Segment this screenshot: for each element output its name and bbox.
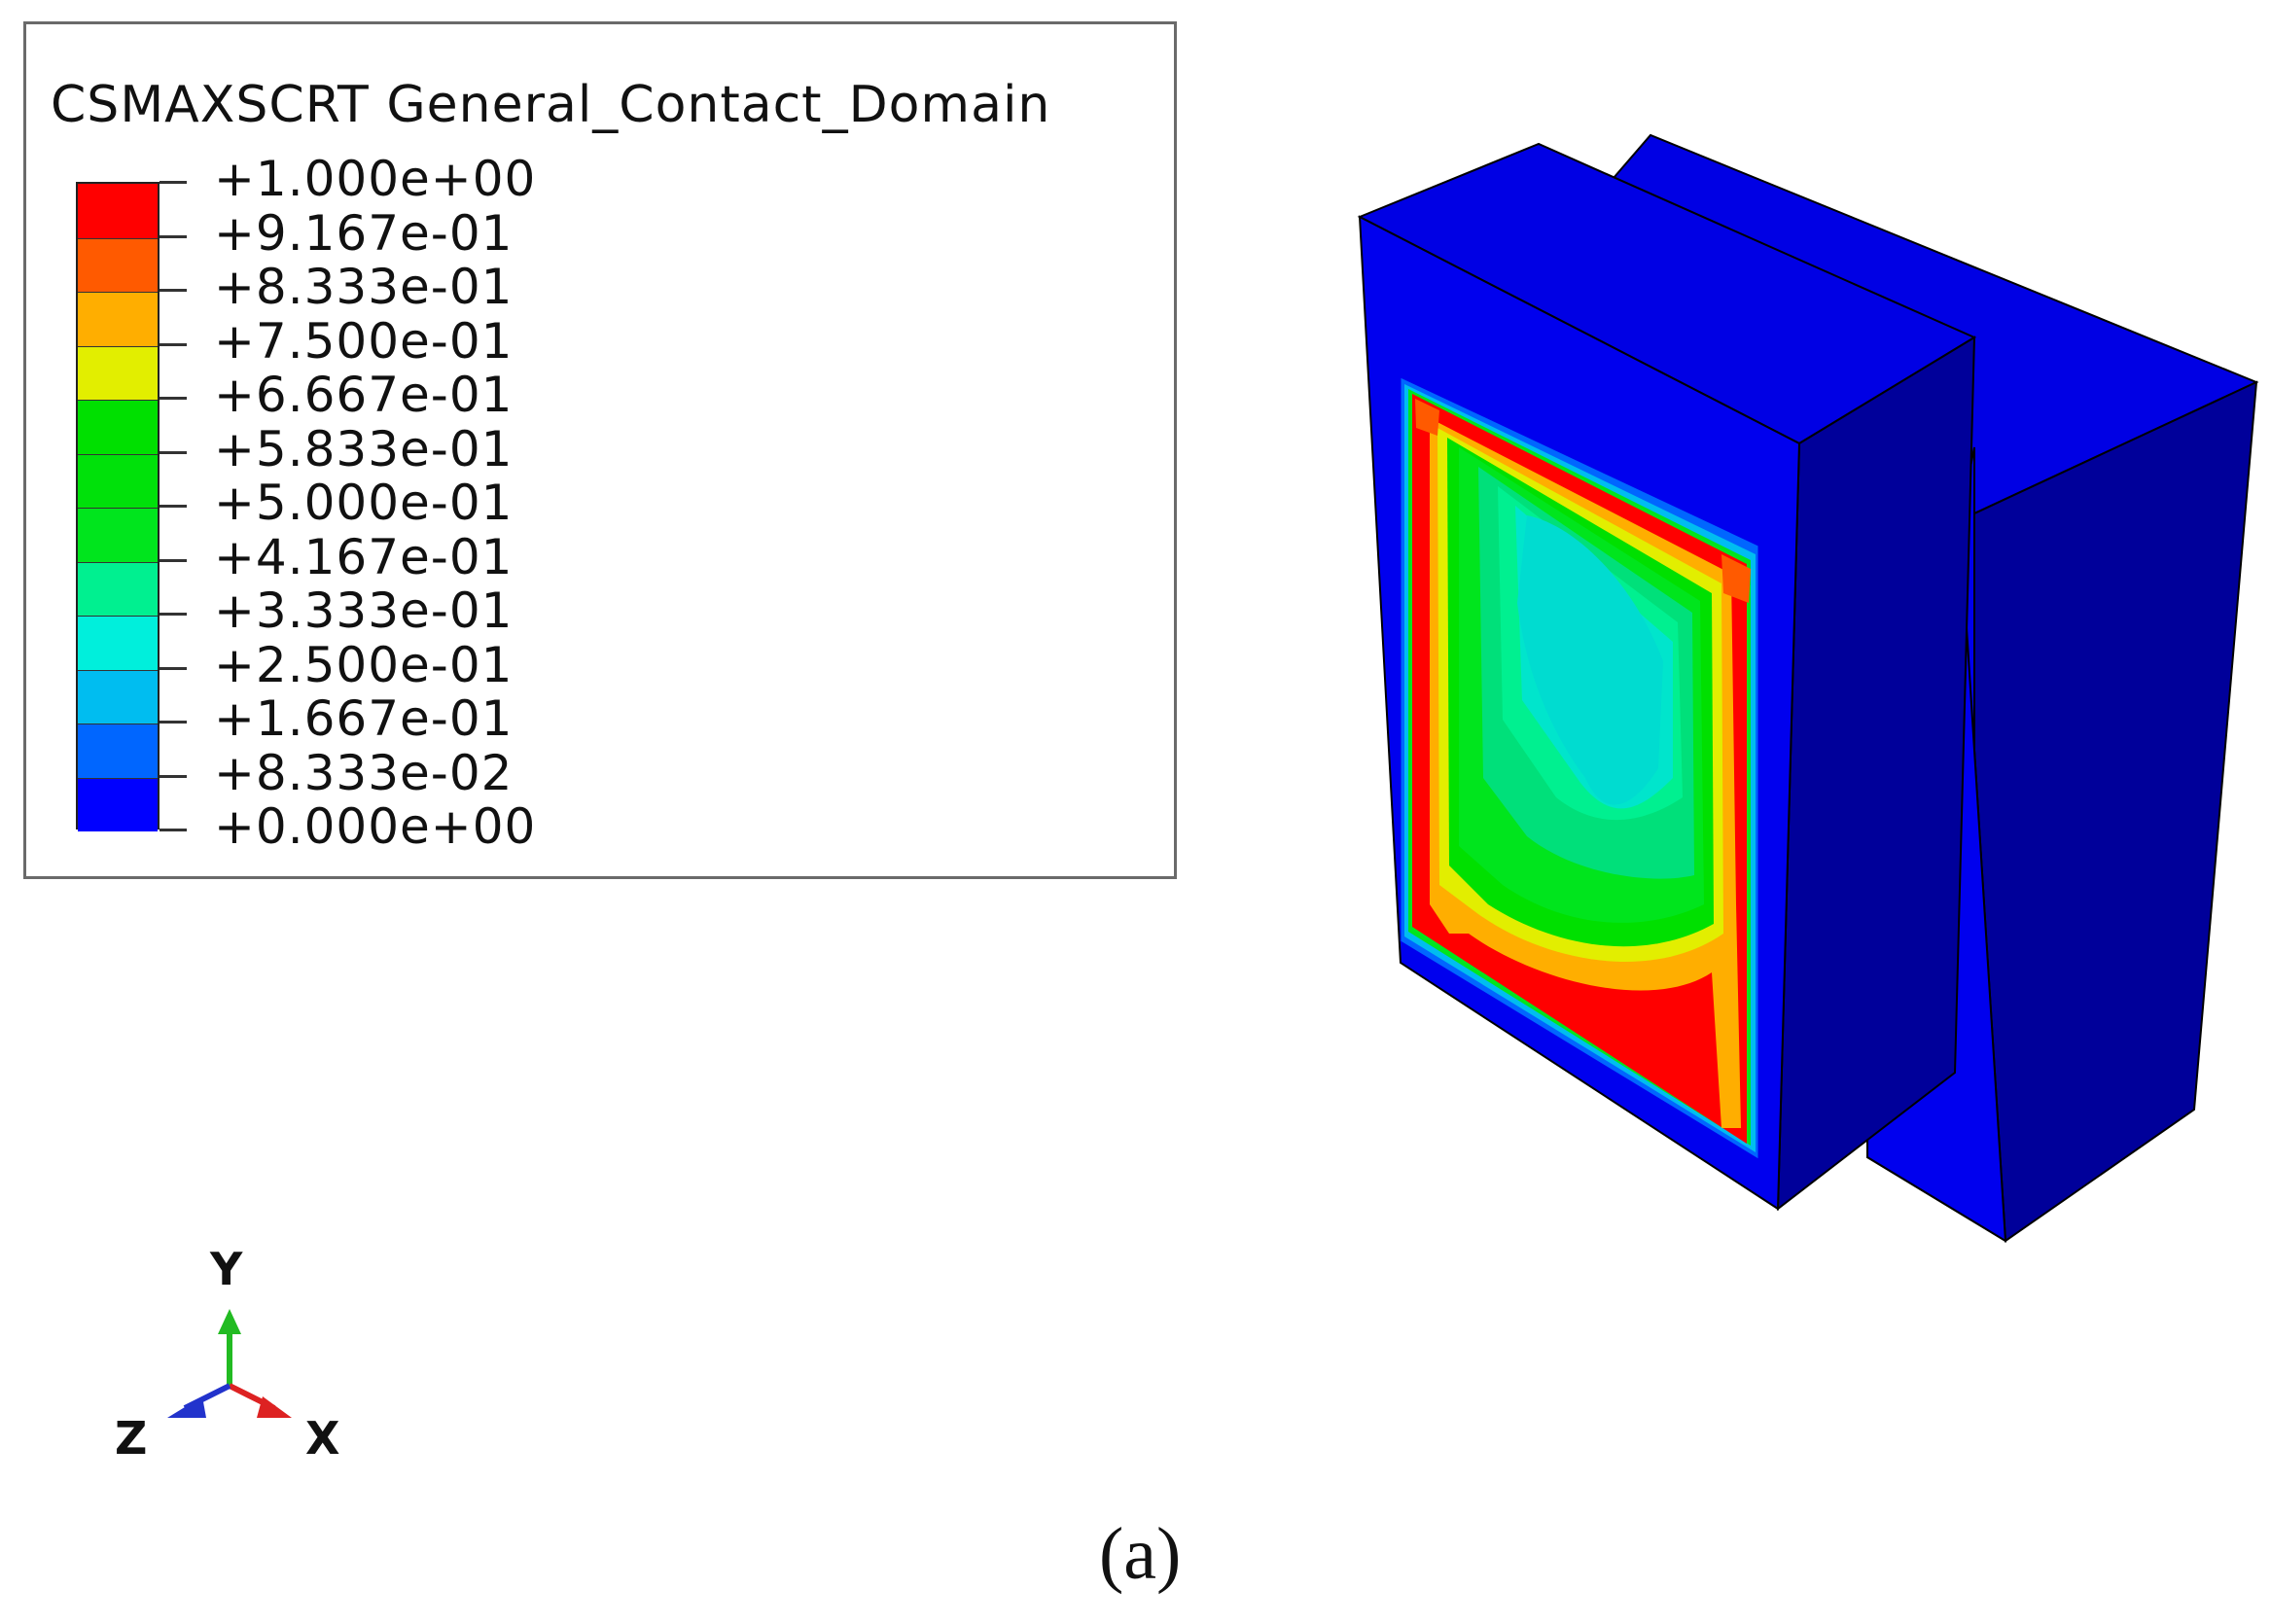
legend-tick bbox=[160, 721, 187, 724]
legend-swatch bbox=[78, 616, 158, 670]
legend-title: CSMAXSCRT General_Contact_Domain bbox=[51, 76, 1051, 134]
legend-tick bbox=[160, 558, 187, 562]
axis-triad bbox=[167, 1309, 292, 1418]
z-axis-label: Z bbox=[115, 1412, 148, 1465]
legend-tick bbox=[160, 774, 187, 778]
legend-tick-label: +4.167e-01 bbox=[214, 528, 514, 585]
front-block-side bbox=[1776, 335, 1976, 1212]
legend-tick-label: +8.333e-01 bbox=[214, 259, 514, 315]
x-axis-label: X bbox=[305, 1412, 340, 1465]
back-block-side bbox=[1958, 380, 2258, 1243]
legend-box bbox=[23, 21, 1177, 879]
legend-tick-label: +9.167e-01 bbox=[214, 204, 514, 262]
legend-tick-label: +0.000e+00 bbox=[214, 798, 537, 855]
legend-swatch bbox=[78, 184, 158, 238]
legend-tick-label: +6.667e-01 bbox=[214, 367, 514, 423]
legend-swatch bbox=[78, 561, 158, 616]
legend-tick bbox=[160, 234, 187, 238]
legend-tick-label: +1.000e+00 bbox=[214, 151, 537, 207]
legend-tick bbox=[160, 289, 187, 292]
figure-caption: (a) bbox=[1099, 1513, 1182, 1595]
legend-swatch bbox=[78, 724, 158, 778]
legend-tick-label: +2.500e-01 bbox=[214, 636, 514, 693]
legend-color-bar bbox=[76, 182, 160, 831]
legend-swatch bbox=[78, 292, 158, 346]
legend-swatch bbox=[78, 237, 158, 292]
legend-tick bbox=[160, 181, 187, 184]
x-axis-arrow bbox=[257, 1396, 292, 1418]
legend-tick bbox=[160, 397, 187, 400]
legend-swatch bbox=[78, 453, 158, 508]
z-axis-arrow bbox=[167, 1396, 206, 1418]
legend-tick bbox=[160, 829, 187, 831]
legend-swatch bbox=[78, 508, 158, 562]
legend-tick-label: +7.500e-01 bbox=[214, 312, 514, 370]
legend-swatch bbox=[78, 777, 158, 831]
legend-tick bbox=[160, 666, 187, 670]
legend-swatch bbox=[78, 400, 158, 454]
legend-tick bbox=[160, 450, 187, 454]
legend-tick-label: +8.333e-02 bbox=[214, 744, 514, 801]
legend-tick-label: +5.833e-01 bbox=[214, 420, 514, 477]
legend-tick bbox=[160, 342, 187, 346]
legend-swatch bbox=[78, 669, 158, 724]
legend-swatch bbox=[78, 345, 158, 400]
legend-tick-label: +5.000e-01 bbox=[214, 475, 514, 531]
legend-tick bbox=[160, 505, 187, 508]
y-axis-arrow bbox=[218, 1309, 241, 1334]
legend-tick-label: +1.667e-01 bbox=[214, 690, 514, 747]
legend-tick bbox=[160, 613, 187, 616]
stress-contour bbox=[1401, 377, 1758, 1159]
legend-tick-label: +3.333e-01 bbox=[214, 583, 514, 639]
y-axis-label: Y bbox=[210, 1243, 243, 1295]
